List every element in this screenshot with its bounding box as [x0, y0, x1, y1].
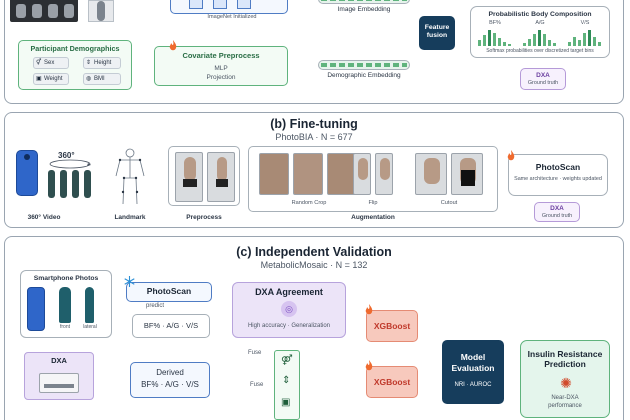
prob-label-bf: BF% — [489, 20, 501, 26]
dxa-ground-truth-b: DXA Ground truth — [534, 202, 580, 222]
smartphone-photos: Smartphone Photos front lateral — [20, 270, 112, 338]
covariate-mlp: MLP — [214, 65, 228, 72]
chip-height: Height — [83, 57, 121, 69]
prob-caption: Softmax probabilities over discretized t… — [486, 48, 594, 54]
covariate-preprocess: Covariate Preprocess MLP Projection — [154, 46, 288, 86]
dxa-agreement: DXA Agreement ◎ High accuracy · Generali… — [232, 282, 346, 338]
flame-icon — [365, 360, 373, 371]
preprocess-box — [168, 146, 240, 206]
panel-b-subtitle: PhotoBIA · N = 677 — [275, 132, 353, 142]
prob-label-vs: V/S — [580, 20, 590, 26]
histogram-vs — [568, 30, 601, 46]
phone-icon — [27, 287, 45, 331]
scale-icon: ▣ — [281, 397, 291, 408]
panel-c-title: (c) Independent Validation — [236, 245, 392, 259]
insulin-resistance-prediction: Insulin Resistance Prediction ✺ Near-DXA… — [520, 340, 610, 418]
bmi-icon: ◍ — [86, 76, 92, 82]
flame-icon — [365, 304, 373, 315]
sex-icon: ⚥ — [36, 60, 42, 66]
imagenet-label: ImageNet Initialized — [207, 14, 257, 20]
xgboost-top: XGBoost — [366, 310, 418, 342]
scale-icon: ▣ — [36, 76, 42, 82]
ok-hand-icon: ◎ — [281, 301, 297, 317]
person-figures — [46, 170, 92, 198]
step-preprocess: Preprocess — [186, 214, 222, 221]
ruler-icon: ⇕ — [282, 375, 291, 386]
fuse-label-2: Fuse — [250, 382, 264, 388]
aug-cutout-1 — [415, 153, 447, 195]
feature-fusion: Feature fusion — [419, 16, 455, 50]
chip-weight: Weight — [33, 73, 69, 85]
histogram-bf — [478, 30, 511, 46]
gender-icon: ⚤ — [281, 355, 293, 366]
photoscan-finetune: PhotoScan Same architecture · weights up… — [508, 154, 608, 196]
aug-label-cutout: Cutout — [440, 200, 458, 206]
step-augmentation: Augmentation — [351, 214, 395, 221]
chip-sex: Sex — [33, 57, 69, 69]
aug-crop-2 — [293, 153, 323, 195]
histogram-ag — [523, 30, 556, 46]
prob-title: Probabilistic Body Composition — [488, 11, 592, 18]
chip-bmi: BMI — [83, 73, 121, 85]
degree-label: 360° — [58, 151, 75, 160]
step-landmark: Landmark — [114, 214, 146, 221]
image-embedding-bar — [318, 0, 410, 4]
covariate-title: Covariate Preprocess — [182, 51, 260, 60]
fuse-label-1: Fuse — [248, 350, 262, 356]
panel-c-subtitle: MetabolicMosaic · N = 132 — [260, 260, 368, 270]
model-evaluation: Model Evaluation NRI · AUROC — [442, 340, 504, 404]
image-embedding-label: Image Embedding — [337, 6, 391, 13]
photoscan-validation: PhotoScan — [126, 282, 212, 302]
feature-icon-column: ⚤ ⇕ ▣ — [274, 350, 300, 420]
xgboost-mid: XGBoost — [366, 366, 418, 398]
dxa-device: DXA — [24, 352, 94, 400]
dxa-scanner-icon — [39, 373, 79, 393]
dxa-ground-truth-a: DXA Ground truth — [520, 68, 566, 90]
silhouette-photo — [88, 0, 114, 22]
flame-icon — [507, 150, 515, 161]
step-360-video: 360° Video — [27, 214, 61, 221]
predict-label: predict — [145, 303, 164, 309]
demographic-embedding-label: Demographic Embedding — [327, 72, 401, 79]
covariate-projection: Projection — [206, 74, 236, 81]
rotate-360-icon — [49, 159, 91, 169]
phone-video — [16, 150, 38, 196]
probabilistic-body-composition: Probabilistic Body Composition BF% A/G V… — [470, 6, 610, 58]
flame-icon — [169, 40, 177, 51]
derived-values: Derived BF% · A/G · V/S — [130, 362, 210, 398]
virus-icon: ✺ — [560, 375, 572, 391]
demographic-embedding-bar — [318, 60, 410, 70]
demographics-title: Participant Demographics — [30, 44, 120, 53]
ruler-icon: ⇕ — [86, 60, 92, 66]
aug-crop-1 — [259, 153, 289, 195]
participant-demographics: Participant Demographics Sex Height Weig… — [18, 40, 132, 90]
front-figure — [59, 287, 71, 323]
lateral-figure — [85, 287, 94, 323]
landmark-skeleton — [115, 148, 145, 205]
panel-b-title: (b) Fine-tuning — [270, 117, 358, 131]
aug-crop-3 — [327, 153, 357, 195]
cnn-backbone — [170, 0, 288, 14]
aug-cutout-2 — [451, 153, 483, 195]
aug-flip-b — [375, 153, 393, 195]
aug-label-flip: Flip — [368, 200, 378, 206]
prob-label-ag: A/G — [535, 20, 545, 26]
augmentation-box: Random Crop Flip Cutout — [248, 146, 498, 212]
aug-flip-a — [353, 153, 371, 195]
input-photos-strip — [10, 0, 78, 22]
predicted-values: BF% · A/G · V/S — [132, 314, 210, 338]
snowflake-icon — [124, 276, 135, 287]
aug-label-crop: Random Crop — [291, 200, 327, 206]
